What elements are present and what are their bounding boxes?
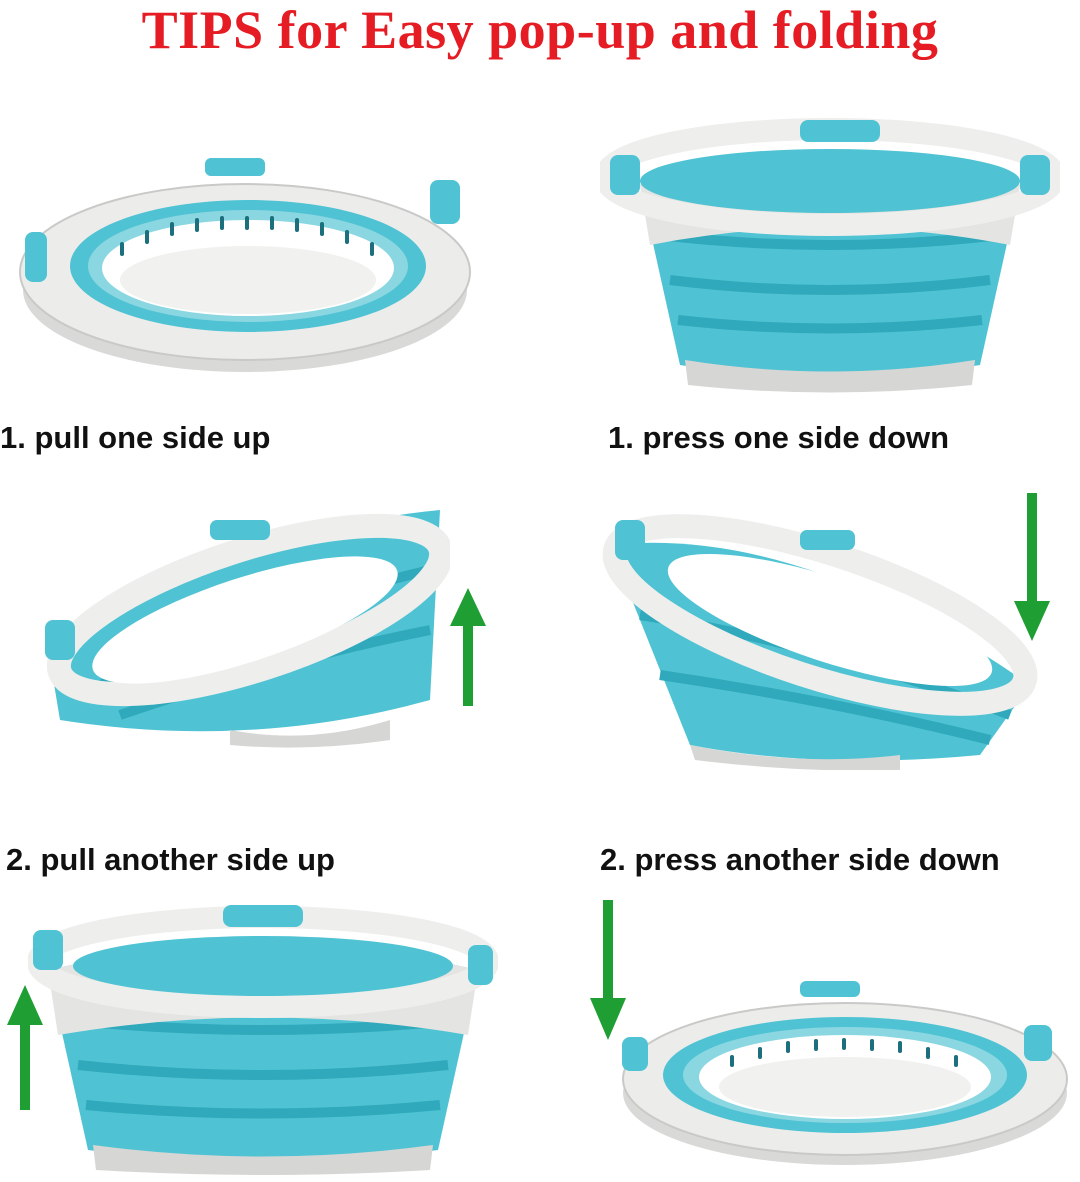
collapsed-basket-image [10,150,480,380]
expanded-basket-image-final [28,900,498,1175]
down-arrow-icon [588,900,628,1040]
right-step2-caption: 2. press another side down [600,842,1000,877]
collapsed-basket-image-final [610,975,1070,1175]
page-title: TIPS for Easy pop-up and folding [141,0,939,60]
up-arrow-icon [448,588,488,706]
tilted-basket-press-image [600,505,1050,770]
down-arrow-icon [1012,493,1052,641]
left-step2-caption: 2. pull another side up [6,842,335,877]
up-arrow-icon [5,985,45,1110]
left-step1-caption: 1. pull one side up [0,420,271,455]
tilted-basket-pull-image [30,490,450,750]
right-step1-caption: 1. press one side down [608,420,950,455]
expanded-basket-image [600,115,1060,395]
